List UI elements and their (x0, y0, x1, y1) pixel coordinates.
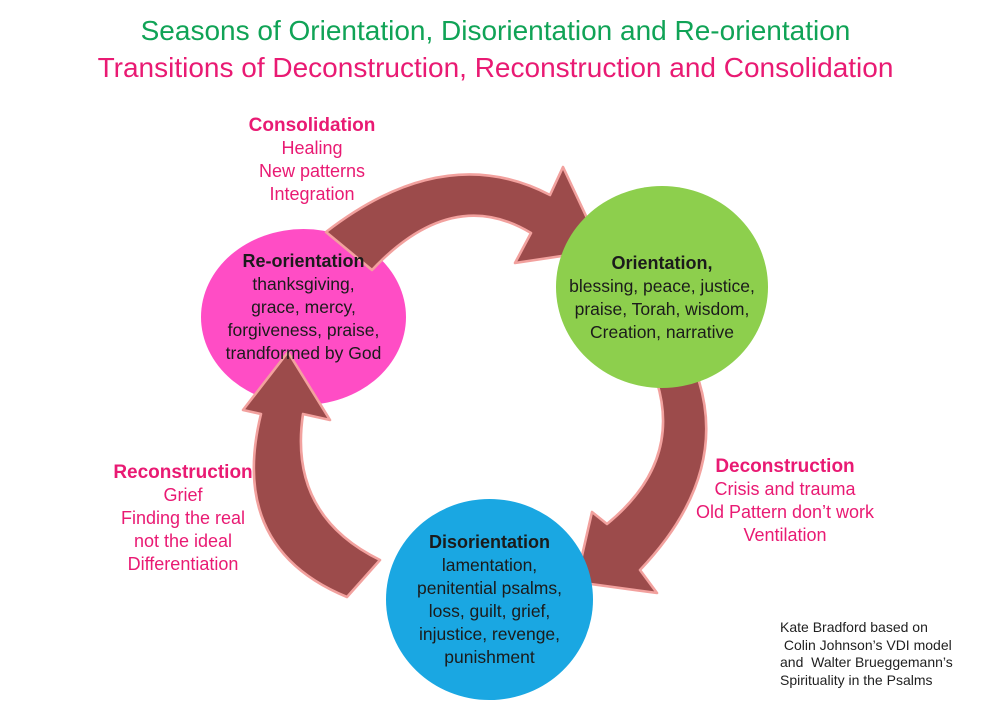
node-disorientation-title: Disorientation (428, 531, 550, 552)
node-orientation-text: Orientation, blessing, peace, justice, p… (556, 230, 768, 344)
label-line: Grief (163, 485, 203, 505)
node-line: Creation, narrative (590, 322, 734, 342)
label-deconstruction: Deconstruction Crisis and trauma Old Pat… (635, 455, 935, 547)
label-line: Integration (269, 184, 355, 204)
attribution-line: and Walter Brueggemann’s (780, 654, 953, 670)
label-reconstruction-title: Reconstruction (113, 462, 253, 483)
label-line: Healing (281, 138, 343, 158)
title-line-2: Transitions of Deconstruction, Reconstru… (97, 52, 894, 83)
node-line: praise, Torah, wisdom, (574, 299, 750, 319)
label-line: Old Pattern don’t work (695, 502, 875, 522)
label-consolidation-title: Consolidation (248, 115, 376, 136)
title-line-1: Seasons of Orientation, Disorientation a… (140, 15, 851, 46)
label-consolidation: Consolidation Healing New patterns Integ… (182, 114, 442, 206)
node-line: trandformed by God (225, 342, 382, 363)
node-line: injustice, revenge, (418, 623, 561, 644)
attribution-line: Kate Bradford based on (780, 619, 928, 635)
node-line: punishment (444, 646, 535, 667)
node-orientation: Orientation, blessing, peace, justice, p… (556, 186, 768, 388)
label-line: Finding the real (120, 508, 246, 528)
label-line: Ventilation (743, 525, 827, 545)
node-line: forgiveness, praise, (227, 319, 380, 340)
label-line: Crisis and trauma (714, 479, 856, 499)
label-line: Differentiation (127, 554, 239, 574)
node-line: blessing, peace, justice, (569, 276, 755, 296)
page-title: Seasons of Orientation, Disorientation a… (0, 12, 991, 86)
node-disorientation-text: Disorientation lamentation, penitential … (386, 531, 593, 669)
node-line: thanksgiving, (252, 273, 355, 294)
node-reorientation-title: Re-orientation (242, 250, 365, 271)
node-disorientation: Disorientation lamentation, penitential … (386, 499, 593, 700)
node-line: penitential psalms, (417, 577, 562, 598)
attribution-line: Colin Johnson’s VDI model (780, 636, 952, 653)
attribution-line: Spirituality in the Psalms (780, 671, 933, 688)
node-orientation-title: Orientation, (611, 253, 713, 273)
node-line: loss, guilt, grief, (428, 600, 551, 621)
label-line: not the ideal (133, 531, 233, 551)
label-deconstruction-title: Deconstruction (715, 456, 855, 477)
label-line: New patterns (258, 161, 366, 181)
label-reconstruction: Reconstruction Grief Finding the real no… (53, 461, 313, 576)
attribution: Kate Bradford based on Colin Johnson’s V… (780, 619, 990, 689)
node-reorientation: Re-orientation thanksgiving, grace, merc… (201, 229, 406, 405)
node-line: lamentation, (441, 554, 538, 575)
node-line: grace, mercy, (251, 296, 356, 317)
node-reorientation-text: Re-orientation thanksgiving, grace, merc… (201, 250, 406, 399)
